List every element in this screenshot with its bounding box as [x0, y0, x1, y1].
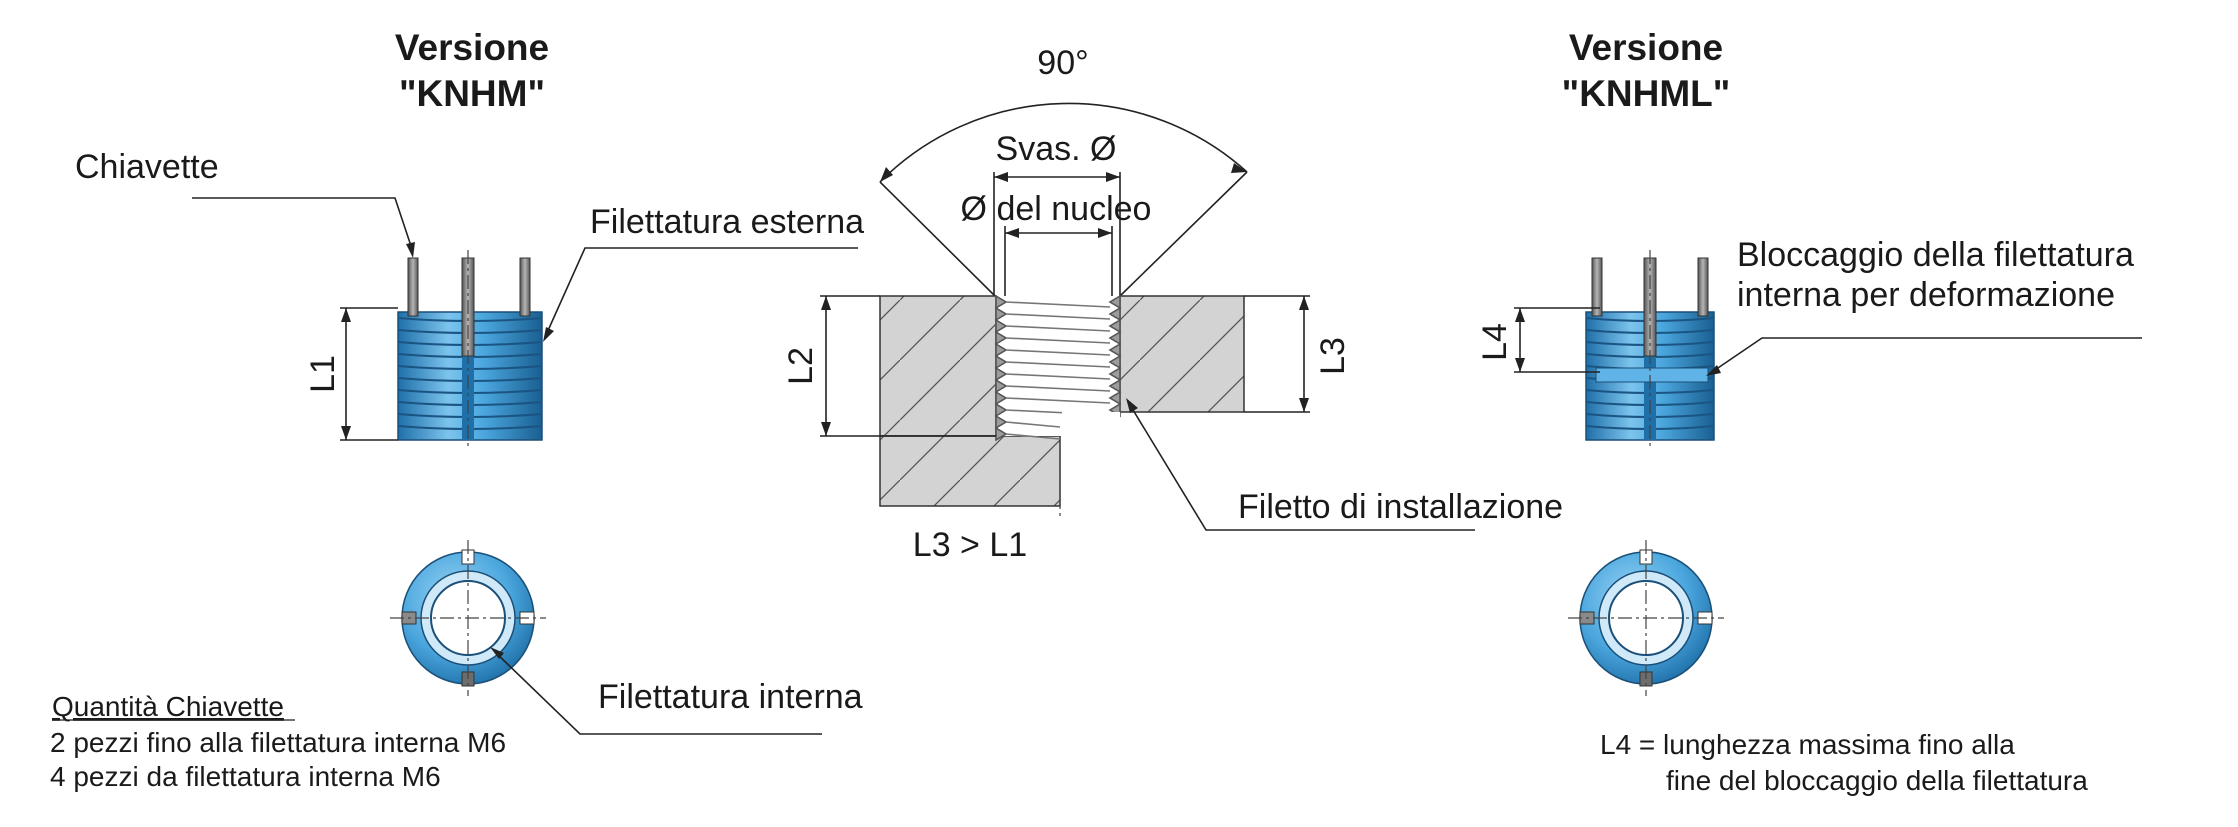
dimension-l1: L1: [304, 307, 398, 441]
label-bloccaggio-line2: interna per deformazione: [1737, 276, 2115, 314]
key-right: [519, 257, 531, 317]
knhm-insert-top-view: [390, 540, 546, 696]
dimension-l3: L3: [1244, 295, 1352, 413]
angle-label: 90°: [1037, 44, 1088, 82]
dimension-l4: L4: [1476, 307, 1600, 373]
label-filettatura-esterna: Filettatura esterna: [590, 203, 864, 241]
note-heading: Quantità Chiavette: [52, 691, 284, 722]
dimension-l2: L2: [782, 295, 996, 437]
knhml-insert-top-view: [1568, 540, 1724, 696]
knhml-insert-side-view: [1585, 250, 1715, 448]
label-filettatura-interna: Filettatura interna: [598, 678, 863, 716]
key-left: [407, 257, 419, 317]
dim-l1-label: L1: [304, 355, 342, 393]
angle-arc: [879, 102, 1248, 183]
note-line1: 2 pezzi fino alla filettatura interna M6: [50, 727, 506, 758]
knhm-title-line2: "KNHM": [399, 73, 545, 114]
core-label: Ø del nucleo: [961, 190, 1152, 228]
note-line2: 4 pezzi da filettatura interna M6: [50, 761, 441, 792]
dim-l4-label: L4: [1476, 323, 1514, 361]
l4-note-line1: L4 = lunghezza massima fino alla: [1600, 729, 2015, 760]
dim-l2-label: L2: [782, 347, 820, 385]
relation-label: L3 > L1: [913, 526, 1027, 564]
knhml-title-line1: Versione: [1569, 27, 1723, 68]
knhml-section: Versione "KNHML" L4 Bloccaggio della fil…: [1476, 27, 2142, 796]
label-filetto-installazione: Filetto di installazione: [1238, 488, 1563, 526]
countersink-label: Svas. Ø: [996, 130, 1117, 168]
l4-note-line2: fine del bloccaggio della filettatura: [1666, 765, 2088, 796]
installation-section: 90° Svas. Ø Ø del nucleo L2: [782, 44, 1563, 564]
label-bloccaggio-line1: Bloccaggio della filettatura: [1737, 236, 2134, 274]
knhml-title-line2: "KNHML": [1562, 73, 1731, 114]
dim-l3-label: L3: [1314, 337, 1352, 375]
label-chiavette: Chiavette: [75, 148, 219, 186]
knhm-title-line1: Versione: [395, 27, 549, 68]
knhm-section: Versione "KNHM" L1 Chiavette Filettatura…: [50, 27, 864, 792]
knhm-insert-side-view: [397, 250, 543, 448]
